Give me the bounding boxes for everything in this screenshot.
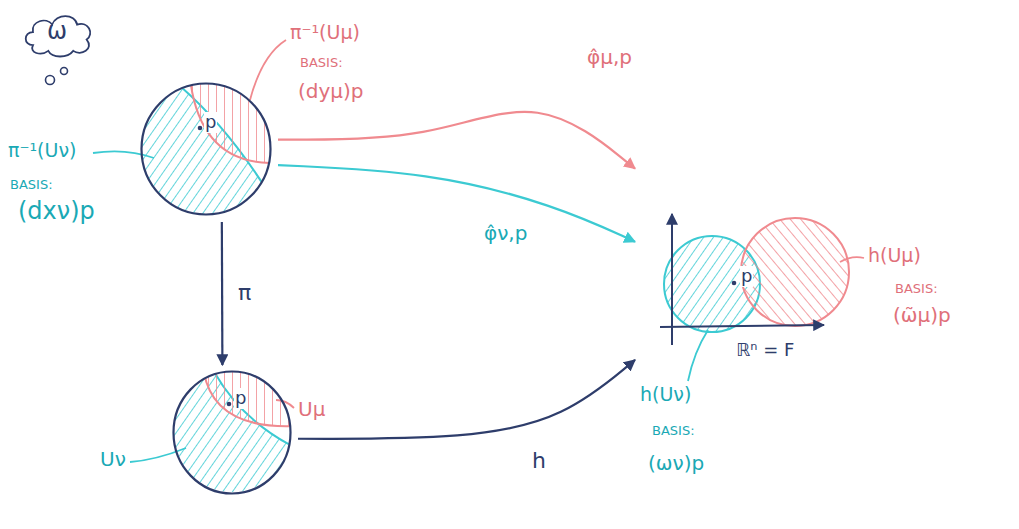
point-dot	[198, 126, 203, 131]
map-arrow	[278, 112, 635, 169]
pink-disc	[741, 218, 849, 326]
node-text: ω	[47, 18, 67, 46]
bundle-space: p	[140, 82, 272, 216]
map-arrow	[278, 165, 635, 242]
map-label: φ̂μ,p	[585, 46, 634, 69]
cloud-outline	[26, 16, 90, 56]
map-label: h	[530, 448, 548, 473]
space-name: ℝⁿ = F	[736, 340, 794, 361]
map-arrow	[298, 360, 635, 439]
cyan-region	[160, 360, 296, 500]
leader-line	[688, 330, 708, 381]
basis-label: (ω̃μ)p	[893, 304, 951, 327]
basis-heading: BASIS:	[895, 282, 938, 297]
basis-heading: BASIS:	[652, 424, 695, 439]
bundle-regions	[120, 60, 276, 240]
region-name: h(Uν)	[640, 384, 691, 406]
fiber-space: p ℝⁿ = F	[640, 160, 860, 375]
space-outline	[174, 372, 291, 494]
map-label: φ̂ν,p	[482, 222, 529, 245]
axis	[671, 214, 673, 345]
point-dot	[732, 281, 737, 286]
region-name: π⁻¹(Uν)	[8, 140, 76, 162]
space-outline	[142, 84, 271, 215]
leader-line	[93, 151, 154, 158]
base-regions	[160, 360, 296, 500]
basis-label: (ων)p	[648, 452, 704, 475]
node-text: p	[740, 266, 753, 287]
region-name: Uν	[100, 448, 126, 471]
point-dot	[227, 402, 232, 407]
leader-line	[840, 257, 864, 262]
leader-line	[250, 40, 286, 100]
map-label: π	[236, 280, 253, 305]
thought-cloud: ω	[18, 8, 96, 58]
region-name: Uμ	[298, 398, 325, 421]
basis-label: (dyμ)p	[298, 80, 364, 103]
basis-heading: BASIS:	[10, 178, 53, 193]
space-outline	[172, 370, 292, 495]
thought-bubble	[46, 76, 55, 85]
node-text: p	[234, 388, 247, 409]
basis-heading: BASIS:	[300, 56, 343, 71]
base-space: p	[172, 370, 292, 495]
region-name: π⁻¹(Uμ)	[290, 22, 360, 44]
map-arrow	[221, 222, 224, 365]
region-name: h(Uμ)	[868, 245, 921, 267]
thought-bubble	[61, 68, 68, 75]
basis-label: (dxν)p	[18, 198, 95, 226]
space-outline	[140, 82, 272, 216]
axis	[660, 325, 824, 327]
node-text: p	[204, 112, 217, 133]
